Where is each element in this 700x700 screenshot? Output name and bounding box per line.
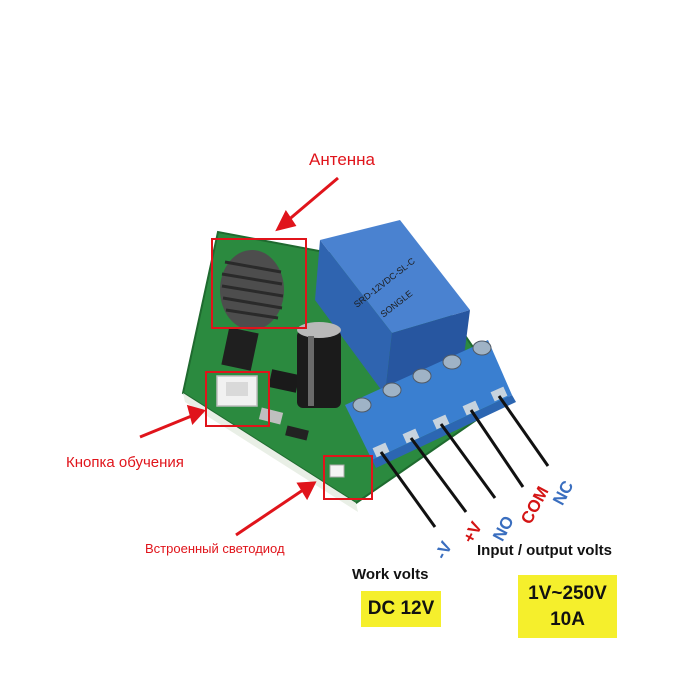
antenna-highlight-box [211, 238, 307, 329]
button-highlight-box [205, 371, 270, 427]
terminal-slots [372, 386, 508, 458]
transistor [268, 369, 300, 393]
terminal-wires [379, 395, 550, 528]
io-current-rating: 10A [550, 609, 585, 630]
work-volts-label: Work volts [352, 566, 429, 583]
io-volts-badge: 1V~250V 10A [518, 575, 617, 638]
diode [285, 425, 309, 441]
annotation-arrows [139, 176, 339, 537]
led-highlight-box [323, 455, 373, 500]
relay-top [320, 220, 470, 333]
work-volts-badge: DC 12V [361, 591, 441, 627]
antenna-label: Антенна [309, 150, 376, 169]
ic-chip [221, 327, 259, 371]
terminal-screws [352, 340, 492, 413]
learn-button-cap [226, 382, 248, 396]
io-volts-range: 1V~250V [528, 583, 607, 604]
learn-button-label: Кнопка обучения [66, 454, 184, 471]
led-part [329, 464, 345, 478]
smd-component [258, 407, 284, 425]
terminal-block-top [345, 340, 512, 460]
capacitor [297, 330, 341, 408]
capacitor-stripe [308, 336, 314, 406]
io-volts-label: Input / output volts [477, 542, 612, 559]
capacitor-top [297, 322, 341, 338]
relay-front [315, 240, 392, 395]
builtin-led-label: Встроенный светодиод [145, 541, 285, 556]
antenna-coil [220, 250, 284, 330]
terminal-block-front [372, 395, 516, 468]
